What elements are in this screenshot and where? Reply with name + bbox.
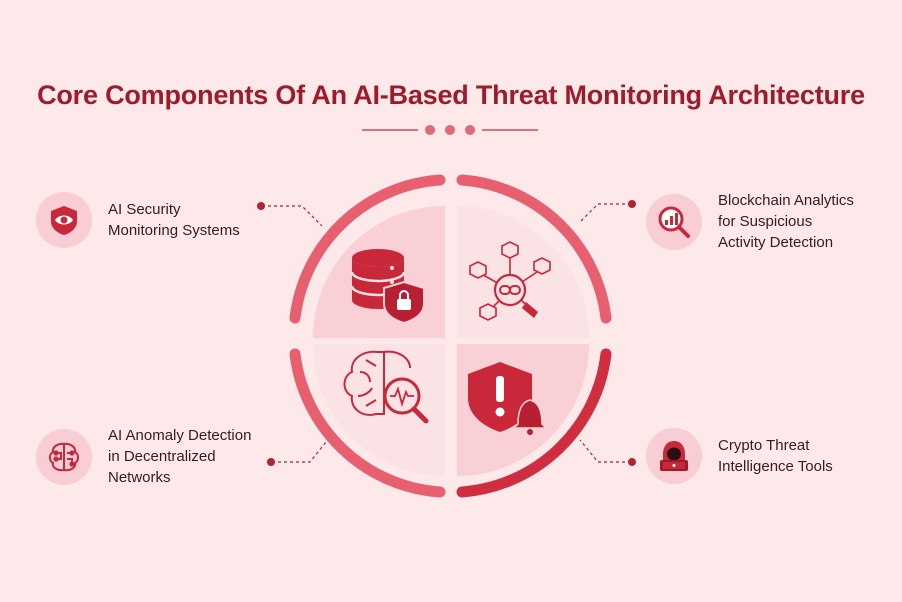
- brain-circuit-icon: [36, 428, 92, 485]
- page-title: Core Components Of An AI-Based Threat Mo…: [37, 80, 865, 110]
- callout-label: AI Anomaly Detection in Decentralized Ne…: [108, 427, 252, 486]
- callout-crypto-threat-intelligence: Crypto Threat Intelligence Tools: [646, 428, 833, 484]
- callout-blockchain-analytics: Blockchain Analytics for Suspicious Acti…: [646, 190, 854, 253]
- database-lock-icon: [350, 249, 425, 325]
- callout-label: Crypto Threat Intelligence Tools: [718, 437, 833, 475]
- title-divider: [362, 125, 538, 135]
- shield-alert-bell-icon: [468, 362, 548, 435]
- eye-shield-icon: [36, 192, 92, 248]
- brain-search-icon: [343, 350, 429, 424]
- quadrant-bottom-left: [313, 344, 445, 476]
- callout-label: Blockchain Analytics for Suspicious Acti…: [718, 192, 854, 251]
- chart-search-icon: [646, 193, 702, 250]
- blockchain-network-icon: [469, 241, 551, 321]
- connector-dots: [257, 200, 636, 466]
- callout-ai-security-monitoring: AI Security Monitoring Systems: [36, 192, 240, 248]
- outer-ring: [289, 174, 612, 498]
- callout-label: AI Security Monitoring Systems: [108, 201, 240, 239]
- inner-circle: [313, 206, 589, 476]
- connectors: [262, 203, 631, 463]
- callout-ai-anomaly-detection: AI Anomaly Detection in Decentralized Ne…: [36, 425, 251, 488]
- hacker-icon: [646, 428, 702, 484]
